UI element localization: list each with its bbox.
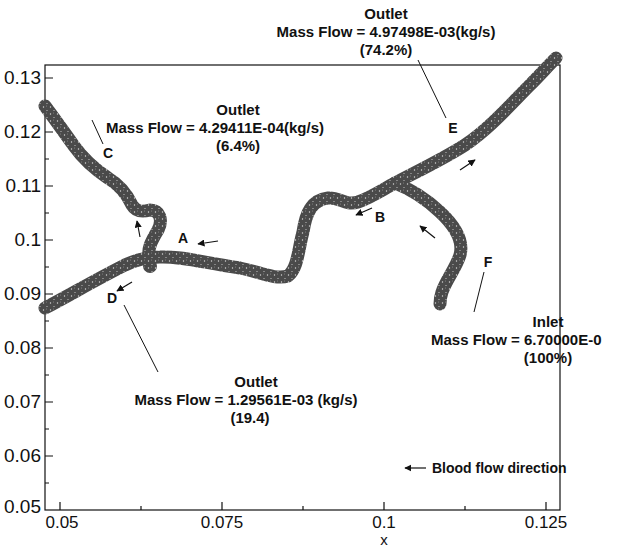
label-wrap: Outlet [364,5,407,23]
label-wrap: Mass Flow = 6.70000E-0 [431,331,602,349]
label-wrap: Outlet [216,101,259,119]
label-wrap: 0.05 [4,497,41,518]
axis-tick: 0.05 [45,513,78,532]
label-wrap: (74.2%) [360,41,413,59]
label-wrap: 0.11 [5,176,41,197]
axis-tick: 0.11 [5,175,41,196]
label-wrap: 0.13 [4,68,41,89]
flow-arrow [117,282,132,291]
branch-letter: E [448,120,457,136]
branch-letter: D [107,290,117,306]
flow-percent: (74.2%) [360,41,413,58]
label-wrap: B [375,208,385,226]
branch-letter: A [178,230,188,246]
axis-tick: 0.07 [4,391,41,412]
legend-note: Blood flow direction [432,460,567,476]
label-wrap: 0.1 [372,514,396,533]
label-wrap: 0.07 [4,392,41,413]
leader-lines [92,60,484,372]
label-wrap: E [448,119,457,137]
label-wrap: 0.08 [4,338,41,359]
label-wrap: (100%) [524,349,572,367]
branch-letter: F [484,254,493,270]
axis-tick: 0.125 [525,513,568,532]
axis-tick: 0.08 [4,337,41,358]
outlet-label: Outlet [364,5,407,22]
label-wrap: 0.1 [15,230,41,251]
label-wrap: D [107,289,117,307]
flow-arrows [117,160,475,468]
axis-tick: 0.09 [4,283,41,304]
axis-tick: 0.13 [4,67,41,88]
mass-flow-value: Mass Flow = 4.29411E-04(kg/s) [106,119,324,136]
label-wrap: 0.06 [4,446,41,467]
inlet-label: Inlet [533,313,564,330]
axis-tick: 0.1 [15,229,41,250]
label-wrap: C [103,144,113,162]
axis-title: x [380,531,388,548]
label-wrap: (6.4%) [216,137,260,155]
mass-flow-value: Mass Flow = 6.70000E-0 [431,331,602,348]
label-wrap: (19.4) [230,409,269,427]
label-wrap: F [484,253,493,271]
flow-percent: (6.4%) [216,137,260,154]
axis-tick: 0.12 [4,121,41,142]
mass-flow-value: Mass Flow = 4.97498E-03(kg/s) [277,23,496,40]
blood-vessel [45,58,556,308]
flow-percent: (19.4) [230,409,269,426]
outlet-label: Outlet [216,101,259,118]
mass-flow-value: Mass Flow = 1.29561E-03 (kg/s) [134,391,357,408]
axis-tick: 0.05 [4,496,41,517]
axis-tick: 0.075 [201,513,244,532]
label-wrap: Blood flow direction [432,459,567,477]
flow-percent: (100%) [524,349,572,366]
label-wrap: Inlet [533,313,564,331]
axis-tick: 0.06 [4,445,41,466]
branch-letter: C [103,145,113,161]
label-wrap: x [380,531,388,549]
label-wrap: 0.05 [45,514,78,533]
label-wrap: Outlet [234,373,277,391]
label-wrap: 0.075 [201,514,244,533]
label-wrap: 0.09 [4,284,41,305]
branch-letter: B [375,209,385,225]
outlet-label: Outlet [234,373,277,390]
label-wrap: Mass Flow = 1.29561E-03 (kg/s) [134,391,357,409]
label-wrap: Mass Flow = 4.97498E-03(kg/s) [277,23,496,41]
label-wrap: 0.12 [4,122,41,143]
axis-tick: 0.1 [372,513,396,532]
label-wrap: Mass Flow = 4.29411E-04(kg/s) [106,119,324,137]
label-wrap: A [178,229,188,247]
label-wrap: 0.125 [525,514,568,533]
